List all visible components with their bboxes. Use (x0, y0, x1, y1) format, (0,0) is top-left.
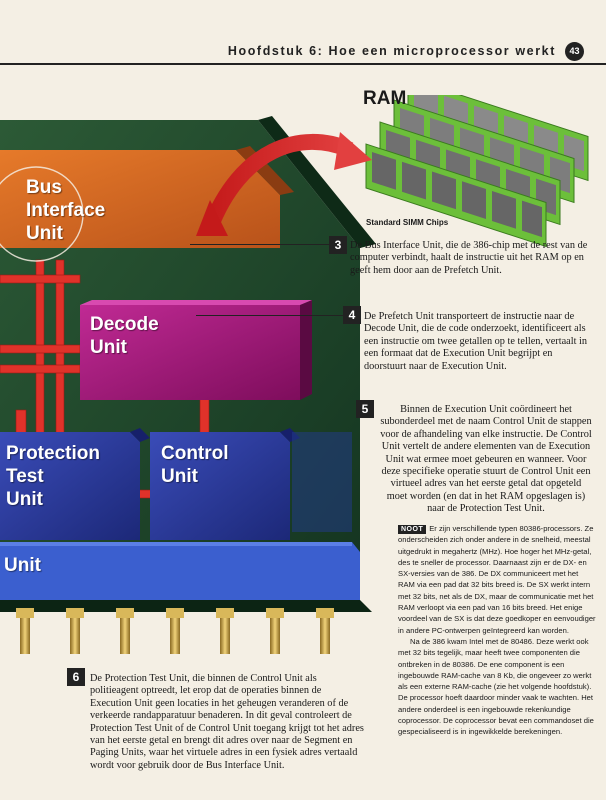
control-unit-block (150, 432, 290, 540)
bottom-unit-block (0, 542, 360, 600)
chapter-title: Hoofdstuk 6: Hoe een microprocessor werk… (227, 44, 556, 58)
page-number: 43 (565, 42, 584, 61)
ram-transfer-arrow (196, 132, 372, 236)
step-3-text: De Bus Interface Unit, die de 386-chip m… (350, 240, 588, 276)
decode-unit-label: Decode Unit (90, 314, 159, 358)
step-5-text: Binnen de Execution Unit coördineert het… (380, 404, 592, 515)
step-3-leader-line (190, 244, 329, 245)
ram-label: RAM (363, 88, 407, 109)
note-paragraph-1-text: Er zijn verschillende typen 80386-proces… (398, 524, 596, 635)
step-4-text: De Prefetch Unit transporteert de instru… (364, 311, 588, 372)
step-6-number: 6 (67, 668, 85, 686)
step-4-leader-line (196, 315, 343, 316)
bus-lines (0, 259, 210, 499)
chip-illustration (0, 95, 589, 654)
protection-test-block (0, 432, 140, 540)
note-tag: NOOT (398, 525, 427, 534)
simm-caption: Standard SIMM Chips (366, 218, 449, 227)
step-3-number: 3 (329, 236, 347, 254)
bus-interface-highlight (0, 166, 84, 262)
bus-interface-unit-label: Bus Interface Unit (26, 177, 106, 244)
step-6-text: De Protection Test Unit, die binnen de C… (90, 673, 364, 771)
control-unit-label: Control Unit (161, 443, 229, 487)
protection-test-unit-label: Protection Test Unit (6, 443, 100, 510)
decode-unit-block (80, 305, 300, 400)
page-header: Hoofdstuk 6: Hoe een microprocessor werk… (0, 40, 606, 65)
simm-modules (365, 95, 589, 248)
note-paragraph-2: Na de 386 kwam Intel met de 80486. Deze … (398, 636, 594, 737)
step-5-number: 5 (356, 400, 374, 418)
chip-pins (16, 608, 334, 654)
header-rule (0, 63, 606, 65)
step-4-number: 4 (343, 306, 361, 324)
bottom-unit-label: Unit (4, 555, 41, 576)
